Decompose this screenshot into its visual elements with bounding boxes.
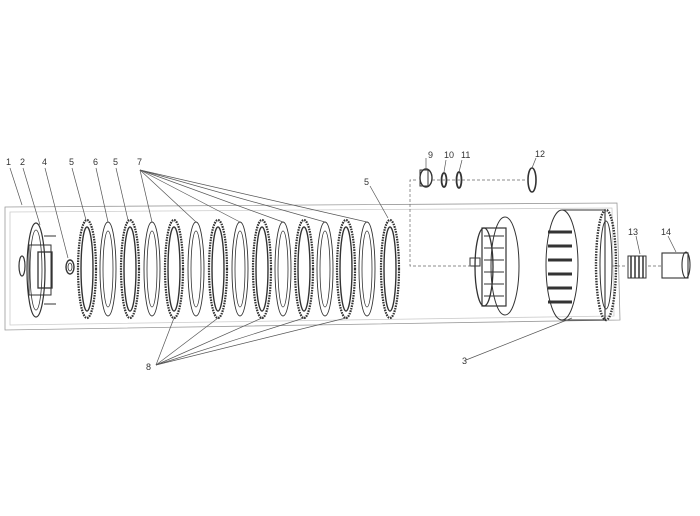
callout-labels: 1 2 4 5 6 5 7 5 9 10 11 12 8 3 13 14 <box>6 149 671 372</box>
plate-outer-ring <box>335 218 357 320</box>
plate-outer-ring <box>207 218 229 320</box>
washer-12 <box>527 167 537 193</box>
plate-inner-ring <box>361 230 373 308</box>
steel-plate <box>358 221 376 317</box>
plate-inner-ring <box>234 230 246 308</box>
plate-inner-ring <box>255 226 269 312</box>
callout-11: 11 <box>461 150 470 160</box>
washer-10 <box>440 172 448 188</box>
plate-outer-ring <box>163 218 185 320</box>
inner-frame <box>9 207 615 326</box>
plate-inner-ring <box>102 230 114 308</box>
friction-plate <box>293 218 315 320</box>
leader-lines-misc <box>9 157 677 361</box>
steel-plate <box>187 221 205 317</box>
assembly-frame <box>4 202 621 331</box>
plate-outer-ring <box>379 218 401 320</box>
plate-outer-ring <box>76 218 98 320</box>
steel-plate <box>231 221 249 317</box>
plate-outer-ring <box>231 221 249 317</box>
friction-plate <box>76 218 98 320</box>
friction-plate <box>335 218 357 320</box>
callout-8: 8 <box>146 362 151 372</box>
friction-plate <box>207 218 229 320</box>
callout-5a: 5 <box>69 157 74 167</box>
plate-inner-ring <box>297 226 311 312</box>
callout-3: 3 <box>462 356 467 366</box>
steel-plate <box>316 221 334 317</box>
plate-outer-ring <box>316 221 334 317</box>
plate-inner-ring <box>339 226 353 312</box>
plate-outer-ring <box>251 218 273 320</box>
callout-14: 14 <box>661 227 671 237</box>
callout-2: 2 <box>20 157 25 167</box>
plate-outer-ring <box>143 221 161 317</box>
washer-9 <box>419 168 433 188</box>
bushing <box>661 251 691 279</box>
clutch-plates-stack <box>76 218 401 320</box>
plate-outer-ring <box>274 221 292 317</box>
plate-inner-ring <box>167 226 181 312</box>
callout-6: 6 <box>93 157 98 167</box>
callout-5b: 5 <box>113 157 118 167</box>
plate-outer-ring <box>293 218 315 320</box>
plate-inner-ring <box>383 226 397 312</box>
pressure-plate <box>18 222 56 318</box>
friction-plate <box>119 218 141 320</box>
leader-lines-8 <box>155 317 347 366</box>
friction-plate <box>251 218 273 320</box>
bearing <box>65 259 75 275</box>
assembly-path <box>409 179 472 267</box>
friction-plate <box>163 218 185 320</box>
callout-5c: 5 <box>364 177 369 187</box>
plate-inner-ring <box>80 226 94 312</box>
plate-inner-ring <box>190 230 202 308</box>
clutch-hub <box>469 216 520 316</box>
callout-4: 4 <box>42 157 47 167</box>
clutch-basket-gear <box>545 208 618 322</box>
leader-lines-7 <box>139 169 368 223</box>
plate-outer-ring <box>187 221 205 317</box>
callout-9: 9 <box>428 150 433 160</box>
callout-13: 13 <box>628 227 638 237</box>
friction-plate <box>379 218 401 320</box>
plate-inner-ring <box>277 230 289 308</box>
callout-12: 12 <box>535 149 545 159</box>
plate-outer-ring <box>119 218 141 320</box>
callout-10: 10 <box>444 150 454 160</box>
steel-plate <box>143 221 161 317</box>
callout-7: 7 <box>137 157 142 167</box>
callout-1: 1 <box>6 157 11 167</box>
plate-inner-ring <box>146 230 158 308</box>
plate-inner-ring <box>123 226 137 312</box>
steel-plate <box>99 221 117 317</box>
needle-bearing <box>627 255 647 279</box>
plate-outer-ring <box>99 221 117 317</box>
plate-outer-ring <box>358 221 376 317</box>
plate-inner-ring <box>319 230 331 308</box>
steel-plate <box>274 221 292 317</box>
plate-inner-ring <box>211 226 225 312</box>
